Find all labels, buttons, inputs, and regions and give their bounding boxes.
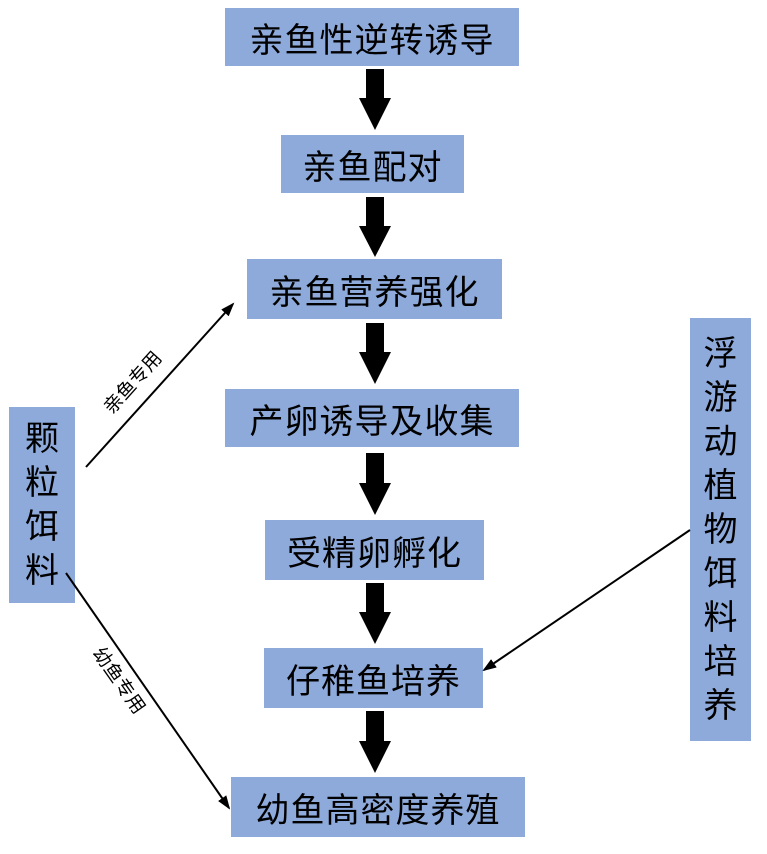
flow-arrow-6 (359, 711, 391, 773)
pellet-feed-char: 颗 (25, 419, 59, 459)
pellet-feed-char: 料 (25, 551, 59, 591)
step-label: 亲鱼性逆转诱导 (249, 20, 495, 61)
flow-arrow-1 (359, 69, 391, 130)
plankton-feed-char: 物 (703, 509, 738, 550)
step-label: 亲鱼配对 (302, 147, 443, 188)
step-spawning-collection: 产卵诱导及收集 (225, 389, 519, 447)
plankton-feed-char: 培 (703, 641, 738, 682)
flow-arrow-2 (359, 197, 391, 257)
plankton-feed-char: 料 (703, 597, 738, 638)
arrow-pellet-to-broodstock (85, 302, 235, 468)
plankton-feed-char: 植 (703, 465, 738, 506)
step-label: 产卵诱导及收集 (249, 401, 495, 442)
label-broodstock-only: 亲鱼专用 (99, 347, 166, 418)
step-broodstock-pairing: 亲鱼配对 (281, 135, 464, 193)
flow-arrow-3 (359, 323, 391, 384)
pellet-feed-char: 粒 (25, 463, 59, 503)
plankton-feed-char: 饵 (703, 553, 738, 594)
arrow-plankton-to-larva (482, 529, 691, 672)
plankton-feed-char: 游 (703, 377, 738, 418)
step-juvenile-high-density: 幼鱼高密度养殖 (231, 777, 525, 837)
plankton-feed-char: 动 (703, 421, 738, 462)
plankton-feed-char: 浮 (703, 333, 738, 374)
step-label: 亲鱼营养强化 (269, 272, 480, 313)
step-egg-incubation: 受精卵孵化 (265, 520, 484, 580)
plankton-feed-box: 浮 游 动 植 物 饵 料 培 养 (690, 318, 751, 741)
plankton-feed-char: 养 (703, 685, 738, 726)
step-larva-rearing: 仔稚鱼培养 (264, 648, 483, 708)
flow-arrow-5 (359, 583, 391, 644)
pellet-feed-char: 饵 (25, 507, 59, 547)
step-sex-reversal-induction: 亲鱼性逆转诱导 (225, 8, 519, 66)
pellet-feed-box: 颗 粒 饵 料 (9, 407, 75, 603)
step-broodstock-nutrition: 亲鱼营养强化 (247, 259, 502, 319)
step-label: 仔稚鱼培养 (286, 661, 461, 702)
step-label: 幼鱼高密度养殖 (255, 790, 501, 831)
arrow-pellet-to-juvenile (65, 572, 231, 810)
step-label: 受精卵孵化 (287, 533, 462, 574)
flow-arrow-4 (359, 453, 391, 515)
